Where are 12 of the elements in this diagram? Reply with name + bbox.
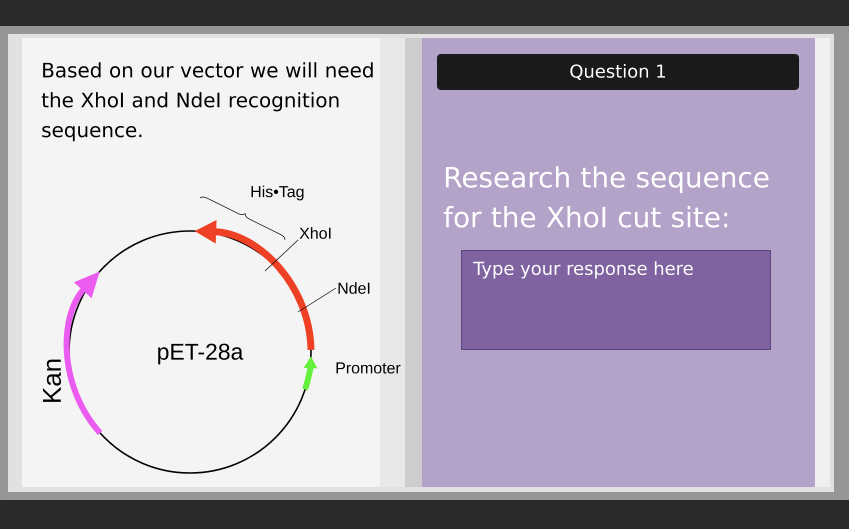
tag-label: His•Tag — [252, 186, 304, 200]
leader-line — [298, 288, 336, 312]
site-label: NdeI — [338, 282, 370, 294]
leader-line — [264, 240, 298, 272]
plasmid-name: pET-28a — [158, 344, 244, 364]
answer-box: Type your response here — [461, 250, 771, 350]
promoter-label: Promoter — [336, 362, 400, 374]
gene-label: Kan — [42, 360, 62, 402]
site-label: XhoI — [300, 227, 331, 239]
prompt-heading: Research the sequence for the XhoI cut site: — [444, 166, 768, 228]
question-bar: Question 1 — [437, 54, 799, 90]
intro-text: Based on our vector we will need the XhoI and NdeI recognition sequence. — [42, 62, 373, 142]
